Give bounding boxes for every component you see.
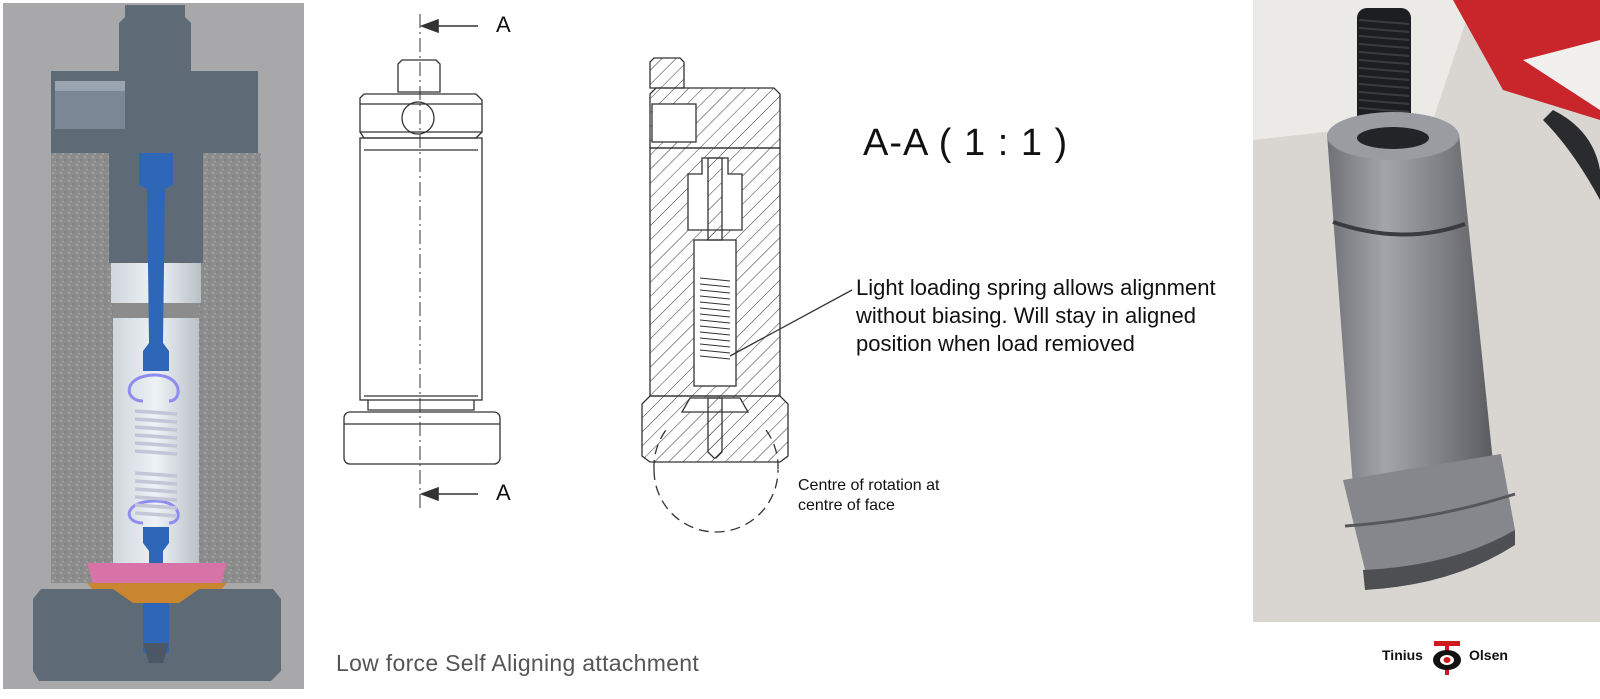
seat-upper	[87, 563, 227, 583]
section-label-bottom: A	[496, 480, 511, 505]
cutaway-render-graphic	[33, 5, 281, 681]
spring-leader	[729, 289, 853, 357]
figure-caption: Low force Self Aligning attachment	[336, 650, 700, 676]
logo-mark-icon	[1433, 641, 1461, 675]
cutaway-render	[3, 3, 304, 689]
tinius-olsen-logo: Tinius Olsen	[1382, 640, 1522, 676]
side-view	[343, 14, 501, 512]
section-view	[641, 57, 789, 533]
rotation-annotation: Centre of rotation at centre of face	[798, 477, 940, 514]
product-photo	[1253, 0, 1600, 622]
spring	[127, 373, 180, 525]
photo-part-body	[1327, 121, 1493, 486]
section-label-top: A	[496, 12, 511, 37]
drawing-linework	[343, 14, 853, 533]
technical-drawing: A A A-A ( 1 : 1 ) Light loading spring a…	[310, 0, 1216, 694]
logo-word-right: Olsen	[1469, 647, 1508, 663]
photo-part-base	[1343, 454, 1515, 570]
product-photo-graphic	[1253, 0, 1600, 622]
logo-word-left: Tinius	[1382, 647, 1423, 663]
upper-rod	[139, 153, 173, 371]
spring-annotation: Light loading spring allows alignment wi…	[856, 275, 1216, 356]
top-cap	[51, 5, 258, 263]
section-title: A-A ( 1 : 1 )	[863, 122, 1069, 164]
section-arrows	[419, 18, 478, 502]
